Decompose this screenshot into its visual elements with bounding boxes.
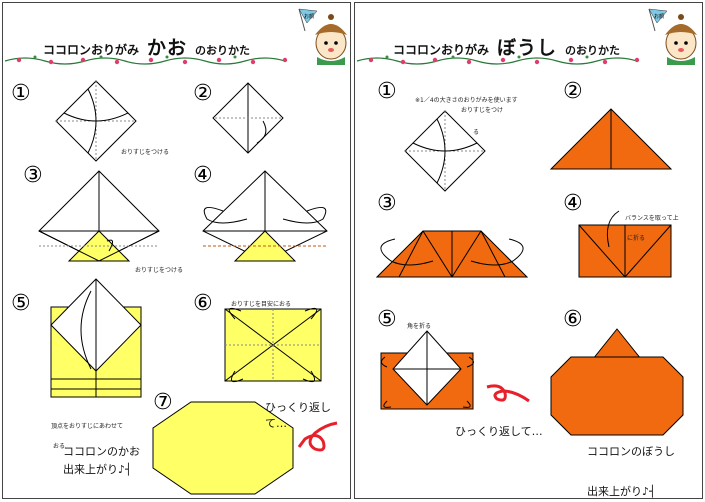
right-step4-note2: に折る	[627, 233, 645, 242]
left-result-line2: 出来上がり♪┤	[63, 462, 153, 478]
left-step2-diagram	[213, 83, 283, 153]
step-5-number: ⑤	[11, 293, 31, 315]
right-step1-note-end: る	[473, 127, 479, 136]
left-step4-diagram	[203, 171, 327, 261]
step-6-number: ⑥	[563, 309, 583, 331]
right-step6-hat-shape	[551, 329, 683, 435]
red-flip-arrow-icon	[485, 381, 531, 411]
right-result-line2: 出来上がり♪┤	[587, 484, 687, 499]
left-panel-face-instructions: ココロンおりがみかおのおりかた お顔 ① ② ③ ④ ⑤ ⑥ ⑦ おりすじをつけ…	[2, 2, 351, 499]
right-flip-text: ひっくり返して…	[455, 424, 555, 440]
step-3-number: ③	[377, 193, 397, 215]
heart-garland-icon	[357, 52, 657, 68]
right-panel-hat-instructions: ココロンおりがみぼうしのおりかた お顔 ① ② ③ ④ ⑤ ⑥ ※1／4の大きさ…	[354, 2, 703, 499]
step-2-number: ②	[193, 83, 213, 105]
left-result-line1: ココロンのかお	[63, 444, 153, 460]
left-step6-diagram	[225, 309, 321, 381]
heart-garland-icon	[5, 52, 305, 68]
right-step2-diagram	[551, 109, 671, 169]
right-step3-diagram	[377, 231, 527, 277]
right-step1-diagram	[405, 111, 485, 191]
right-step5-diagram	[381, 331, 473, 409]
right-step1-note-size: ※1／4の大きさのおりがみを使います	[415, 95, 518, 104]
right-step4-note: バランスを取って上	[625, 213, 679, 222]
left-step1-note: おりすじをつける	[121, 147, 169, 156]
left-step3-note: おりすじをつける	[135, 265, 183, 274]
left-step6-note: おりすじを目安におる	[231, 299, 291, 308]
step-2-number: ②	[563, 81, 583, 103]
left-step3-diagram	[39, 171, 159, 261]
right-result-line1: ココロンのぼうし	[587, 444, 687, 460]
mascot-flag-text: お顔	[304, 13, 314, 20]
step-5-number: ⑤	[377, 309, 397, 331]
mascot-acorn-icon: お顔	[293, 5, 351, 65]
mascot-flag-text: お顔	[654, 13, 664, 20]
step-1-number: ①	[377, 81, 397, 103]
red-flip-arrow-icon	[297, 417, 341, 457]
step-6-number: ⑥	[193, 293, 213, 315]
right-step5-note: 角を折る	[407, 321, 431, 330]
mascot-acorn-icon: お顔	[643, 5, 701, 65]
right-step4-diagram	[579, 225, 671, 277]
step-1-number: ①	[11, 83, 31, 105]
step-4-number: ④	[563, 193, 583, 215]
left-step5-note: 頂点をおりすじにあわせて	[51, 421, 123, 430]
left-step5-diagram	[51, 279, 141, 397]
